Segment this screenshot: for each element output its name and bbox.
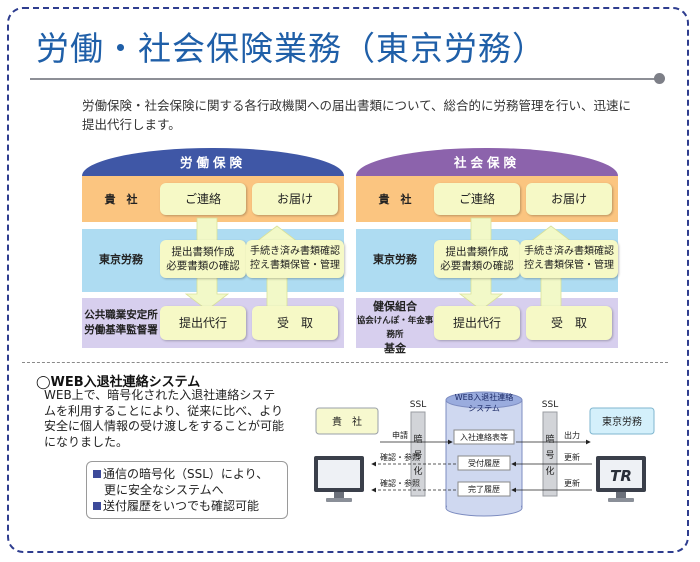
row-label-client: 貴 社 bbox=[378, 193, 412, 206]
encrypt-left-pillar bbox=[410, 411, 426, 497]
row-label-client: 貴 社 bbox=[104, 193, 138, 206]
prepare-box: 提出書類作成 必要書類の確認 bbox=[434, 240, 520, 278]
page-frame bbox=[7, 7, 689, 553]
title-divider bbox=[30, 78, 656, 80]
svg-text:受付履歴: 受付履歴 bbox=[468, 458, 500, 468]
svg-text:暗: 暗 bbox=[545, 433, 554, 445]
contact-box: ご連絡 bbox=[434, 183, 520, 215]
ssl-left-label: SSL bbox=[410, 400, 426, 410]
page-title: 労働・社会保険業務（東京労務） bbox=[36, 29, 546, 68]
item-box-3 bbox=[457, 481, 511, 497]
tokyo-label: 東京労務 bbox=[602, 415, 642, 428]
client-label: 貴 社 bbox=[332, 415, 362, 428]
bullet-square-icon bbox=[93, 470, 101, 478]
item-box-2 bbox=[457, 455, 511, 471]
feature-notes: 通信の暗号化（SSL）により、 更に安全なシステムへ 送付履歴をいつでも確認可能 bbox=[86, 461, 288, 519]
intro-text: 労働保険・社会保険に関する各行政機関への届出書類について、総合的に労務管理を行い… bbox=[82, 98, 632, 132]
confirm-label-1: 確認・参照 bbox=[380, 452, 420, 462]
delivery-box: お届け bbox=[252, 183, 338, 215]
section-divider bbox=[22, 362, 668, 363]
svg-text:入社連絡表等: 入社連絡表等 bbox=[460, 432, 508, 442]
social-insurance-panel: 社会保険 貴 社 東京労務 健保組合 協会けんぽ・年金事務所 基金 ご連絡 お届… bbox=[356, 148, 618, 355]
web-system-description: WEB上で、暗号化された入退社連絡システムを利用することにより、従来に比べ、より… bbox=[44, 388, 285, 449]
output-label: 出力 bbox=[564, 430, 580, 440]
feature-note-2: 送付履歴をいつでも確認可能 bbox=[93, 498, 283, 514]
svg-text:完了履歴: 完了履歴 bbox=[468, 484, 500, 494]
system-title-line1: WEB入退社連絡 bbox=[455, 392, 513, 402]
row-label-agency: 公共職業安定所 労働基準監督署 bbox=[84, 309, 158, 336]
submit-box: 提出代行 bbox=[160, 306, 246, 340]
labor-insurance-panel: 労働保険 貴 社 東京労務 公共職業安定所 労働基準監督署 ご連絡 お届け 提出… bbox=[82, 148, 344, 348]
ssl-right-label: SSL bbox=[542, 400, 558, 410]
confirm-label-2: 確認・参照 bbox=[380, 478, 420, 488]
update-label-2: 更新 bbox=[564, 478, 580, 488]
title-divider-dot bbox=[654, 73, 665, 84]
system-title-line2: システム bbox=[468, 404, 500, 413]
contact-box: ご連絡 bbox=[160, 183, 246, 215]
tokyo-monitor-icon: TR bbox=[596, 456, 646, 502]
client-box bbox=[315, 407, 379, 435]
tokyo-box bbox=[589, 407, 655, 435]
labor-insurance-header: 労働保険 bbox=[82, 148, 344, 176]
receive-box: 受 取 bbox=[526, 306, 612, 340]
row-label-tokyo: 東京労務 bbox=[373, 253, 417, 266]
feature-note-1-cont: 更に安全なシステムへ bbox=[104, 483, 224, 497]
svg-text:号: 号 bbox=[545, 450, 554, 461]
svg-text:暗: 暗 bbox=[413, 433, 422, 445]
apply-label: 申請 bbox=[392, 430, 408, 440]
prepare-box: 提出書類作成 必要書類の確認 bbox=[160, 240, 246, 278]
feature-note-1: 通信の暗号化（SSL）により、 bbox=[93, 466, 283, 482]
svg-text:号: 号 bbox=[413, 450, 422, 461]
web-system-title: ◯WEB入退社連絡システム bbox=[36, 375, 201, 390]
bullet-square-icon bbox=[93, 502, 101, 510]
submit-box: 提出代行 bbox=[434, 306, 520, 340]
check-box: 手続き済み書類確認 控え書類保管・管理 bbox=[520, 240, 618, 278]
client-monitor-icon bbox=[314, 456, 364, 502]
update-label-1: 更新 bbox=[564, 452, 580, 462]
svg-text:化: 化 bbox=[545, 465, 554, 477]
check-box: 手続き済み書類確認 控え書類保管・管理 bbox=[246, 240, 344, 278]
row-label-tokyo: 東京労務 bbox=[99, 253, 143, 266]
row-label-agency: 健保組合 協会けんぽ・年金事務所 基金 bbox=[356, 300, 434, 355]
receive-box: 受 取 bbox=[252, 306, 338, 340]
delivery-box: お届け bbox=[526, 183, 612, 215]
tokyo-logo: TR bbox=[610, 467, 632, 485]
encrypt-right-pillar bbox=[542, 411, 558, 497]
svg-text:化: 化 bbox=[413, 465, 422, 477]
item-box-1 bbox=[453, 429, 515, 445]
web-system-diagram: 貴 社 東京労務 TR SSL SSL 暗 号 化 暗 号 化 WEB入退社連絡… bbox=[314, 391, 655, 517]
